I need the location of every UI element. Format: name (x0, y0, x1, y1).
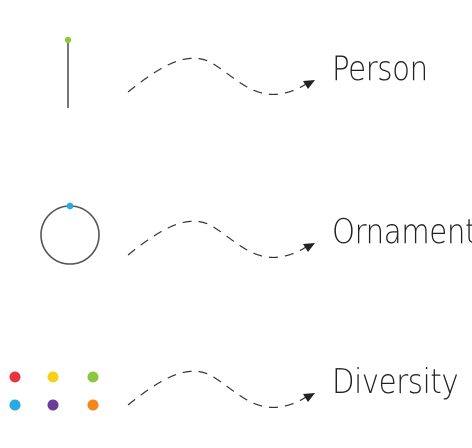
dashed-arrow-connector (127, 370, 315, 408)
dashed-arrow-connector (127, 220, 315, 258)
legend-label-person: Person (332, 49, 428, 89)
arrowhead-icon (303, 243, 315, 252)
person-line-icon (64, 36, 72, 108)
dashed-arrow-connector (127, 57, 315, 95)
legend-row-ornament: Ornament (0, 185, 472, 285)
arrowhead-icon (303, 80, 315, 89)
color-dot (47, 371, 59, 383)
color-dot (87, 399, 99, 411)
ornament-ring-icon (40, 202, 100, 265)
diversity-dots-icon (9, 371, 99, 411)
color-dot (87, 371, 99, 383)
legend-label-ornament: Ornament (332, 212, 472, 252)
legend-label-diversity: Diversity (332, 362, 459, 402)
color-dot (9, 371, 21, 383)
arrowhead-icon (303, 393, 315, 402)
legend-row-person: Person (0, 22, 472, 122)
color-dot (47, 399, 59, 411)
legend-row-diversity: Diversity (0, 335, 472, 435)
color-dot (9, 399, 21, 411)
